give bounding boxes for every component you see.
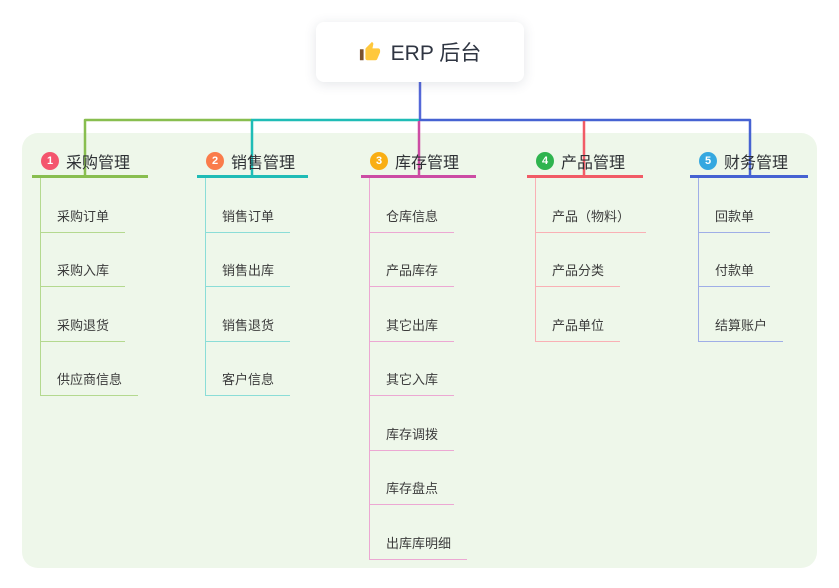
branch-number-badge: 1 [41, 151, 59, 170]
branch-children: 仓库信息 产品库存 其它出库 其它入库 库存调拨 库存盘点 出库库明细 [369, 178, 476, 560]
child-node[interactable]: 其它入库 [369, 341, 455, 396]
branch-finance: 5 财务管理 回款单 付款单 结算账户 [690, 146, 808, 342]
root-node[interactable]: ERP 后台 [316, 22, 524, 82]
child-node[interactable]: 采购退货 [40, 287, 126, 342]
child-node[interactable]: 销售出库 [205, 232, 291, 287]
child-node[interactable]: 产品单位 [535, 287, 621, 342]
child-node[interactable]: 客户信息 [205, 341, 291, 396]
branch-children: 回款单 付款单 结算账户 [698, 178, 808, 342]
branch-label: 销售管理 [231, 154, 296, 172]
branch-number-badge: 2 [206, 151, 224, 170]
child-node[interactable]: 回款单 [698, 178, 771, 233]
child-node[interactable]: 产品库存 [369, 232, 455, 287]
branch-label: 产品管理 [561, 154, 626, 172]
branch-label: 财务管理 [724, 154, 789, 172]
child-node[interactable]: 供应商信息 [40, 341, 139, 396]
child-node[interactable]: 其它出库 [369, 287, 455, 342]
child-node[interactable]: 产品（物料） [535, 178, 647, 233]
root-node-label: ERP 后台 [390, 42, 482, 65]
branch-node-inventory[interactable]: 3 库存管理 [361, 146, 476, 178]
child-node[interactable]: 产品分类 [535, 232, 621, 287]
branch-node-purchase[interactable]: 1 采购管理 [32, 146, 148, 178]
canvas-panel [22, 133, 817, 568]
branch-number-badge: 3 [370, 151, 388, 170]
branch-children: 采购订单 采购入库 采购退货 供应商信息 [40, 178, 148, 396]
child-node[interactable]: 库存调拨 [369, 396, 455, 451]
thumbs-up-icon [359, 41, 381, 63]
child-node[interactable]: 采购订单 [40, 178, 126, 233]
branch-number-badge: 4 [536, 151, 554, 170]
branch-node-product[interactable]: 4 产品管理 [527, 146, 643, 178]
branch-node-finance[interactable]: 5 财务管理 [690, 146, 808, 178]
child-node[interactable]: 付款单 [698, 232, 771, 287]
branch-purchase: 1 采购管理 采购订单 采购入库 采购退货 供应商信息 [32, 146, 148, 396]
branch-children: 产品（物料） 产品分类 产品单位 [535, 178, 647, 342]
branch-label: 采购管理 [66, 154, 131, 172]
child-node[interactable]: 销售退货 [205, 287, 291, 342]
child-node[interactable]: 出库库明细 [369, 505, 468, 560]
child-node[interactable]: 销售订单 [205, 178, 291, 233]
branch-sales: 2 销售管理 销售订单 销售出库 销售退货 客户信息 [197, 146, 308, 396]
branch-number-badge: 5 [699, 151, 717, 170]
child-node[interactable]: 结算账户 [698, 287, 784, 342]
branch-inventory: 3 库存管理 仓库信息 产品库存 其它出库 其它入库 库存调拨 库存盘点 出库库… [361, 146, 476, 560]
branch-label: 库存管理 [395, 154, 460, 172]
child-node[interactable]: 仓库信息 [369, 178, 455, 233]
child-node[interactable]: 采购入库 [40, 232, 126, 287]
child-node[interactable]: 库存盘点 [369, 450, 455, 505]
branch-product: 4 产品管理 产品（物料） 产品分类 产品单位 [527, 146, 647, 342]
branch-node-sales[interactable]: 2 销售管理 [197, 146, 308, 178]
branch-children: 销售订单 销售出库 销售退货 客户信息 [205, 178, 308, 396]
